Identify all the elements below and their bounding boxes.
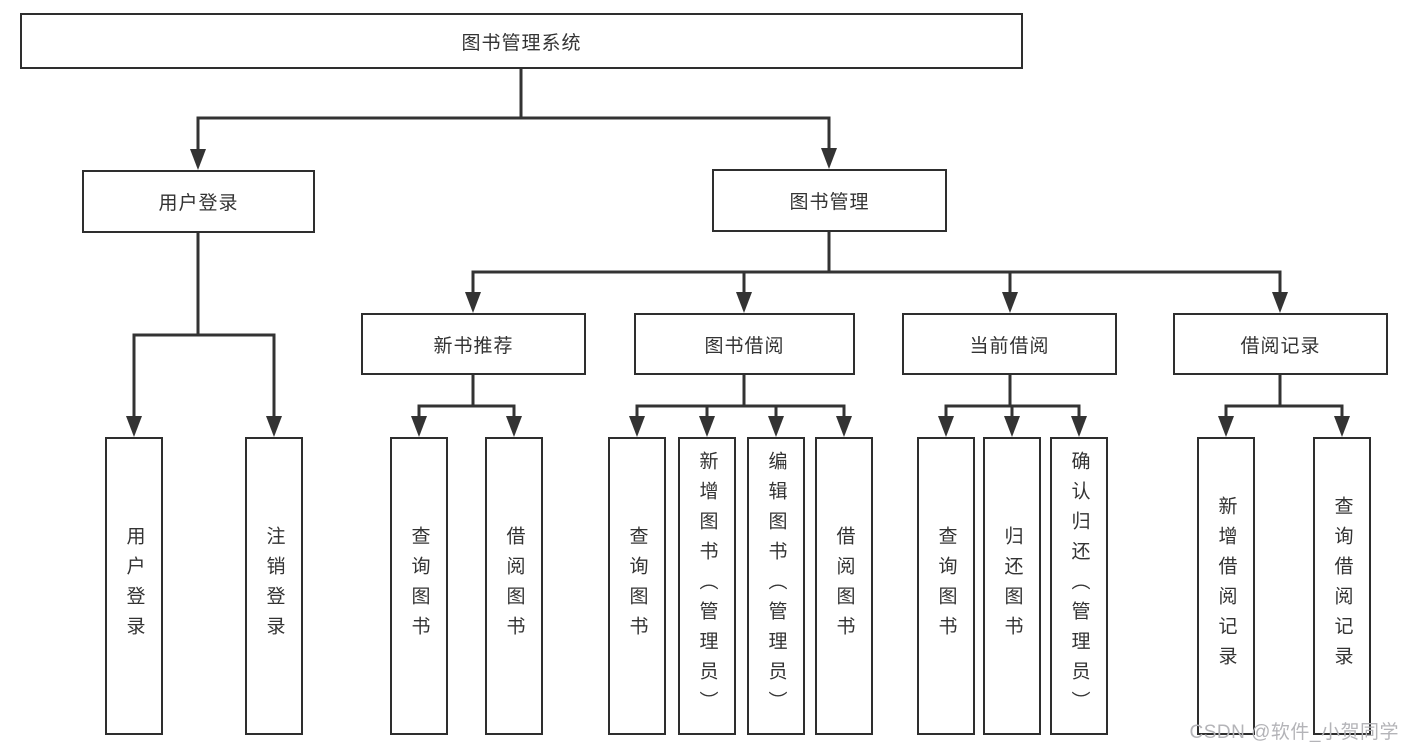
node-new-book-recommend: 新书推荐 xyxy=(361,313,586,375)
leaf-borrow-books-recommend-label: 借阅图书 xyxy=(503,526,525,646)
leaf-add-borrow-record-label: 新增借阅记录 xyxy=(1215,496,1237,676)
leaf-query-books-recommend: 查询图书 xyxy=(390,437,448,735)
leaf-add-borrow-record: 新增借阅记录 xyxy=(1197,437,1255,735)
leaf-query-borrow-record-label: 查询借阅记录 xyxy=(1331,496,1353,676)
node-book-management-label: 图书管理 xyxy=(789,192,870,213)
node-borrowing-records-label: 借阅记录 xyxy=(1240,335,1321,357)
node-book-management: 图书管理 xyxy=(712,169,947,232)
leaf-confirm-return-admin: 确认归还（管理员） xyxy=(1050,437,1108,735)
leaf-return-books-label: 归还图书 xyxy=(1001,526,1023,646)
leaf-query-books-borrow: 查询图书 xyxy=(608,437,666,735)
node-user-login: 用户登录 xyxy=(82,170,315,233)
node-user-login-label: 用户登录 xyxy=(158,193,239,214)
csdn-watermark: CSDN @软件_小贺同学 xyxy=(1189,722,1399,743)
leaf-edit-books-admin: 编辑图书（管理员） xyxy=(747,437,805,735)
leaf-borrow-books-label: 借阅图书 xyxy=(833,526,855,646)
leaf-logout: 注销登录 xyxy=(245,437,303,735)
node-borrowing-records: 借阅记录 xyxy=(1173,313,1388,375)
node-current-borrowing: 当前借阅 xyxy=(902,313,1117,375)
leaf-query-books-recommend-label: 查询图书 xyxy=(408,526,430,646)
leaf-query-books-current: 查询图书 xyxy=(917,437,975,735)
node-library-management-system: 图书管理系统 xyxy=(20,13,1023,69)
leaf-user-login: 用户登录 xyxy=(105,437,163,735)
leaf-query-borrow-record: 查询借阅记录 xyxy=(1313,437,1371,735)
leaf-query-books-borrow-label: 查询图书 xyxy=(626,526,648,646)
leaf-logout-label: 注销登录 xyxy=(263,526,285,646)
leaf-borrow-books: 借阅图书 xyxy=(815,437,873,735)
leaf-borrow-books-recommend: 借阅图书 xyxy=(485,437,543,735)
leaf-add-books-admin-label: 新增图书（管理员） xyxy=(696,451,718,721)
node-library-management-system-label: 图书管理系统 xyxy=(461,32,582,54)
leaf-return-books: 归还图书 xyxy=(983,437,1041,735)
node-current-borrowing-label: 当前借阅 xyxy=(969,335,1050,357)
node-new-book-recommend-label: 新书推荐 xyxy=(433,335,514,357)
node-book-borrowing-label: 图书借阅 xyxy=(704,335,785,357)
leaf-edit-books-admin-label: 编辑图书（管理员） xyxy=(765,451,787,721)
leaf-add-books-admin: 新增图书（管理员） xyxy=(678,437,736,735)
node-book-borrowing: 图书借阅 xyxy=(634,313,855,375)
leaf-confirm-return-admin-label: 确认归还（管理员） xyxy=(1068,451,1090,721)
leaf-query-books-current-label: 查询图书 xyxy=(935,526,957,646)
leaf-user-login-label: 用户登录 xyxy=(123,526,145,646)
